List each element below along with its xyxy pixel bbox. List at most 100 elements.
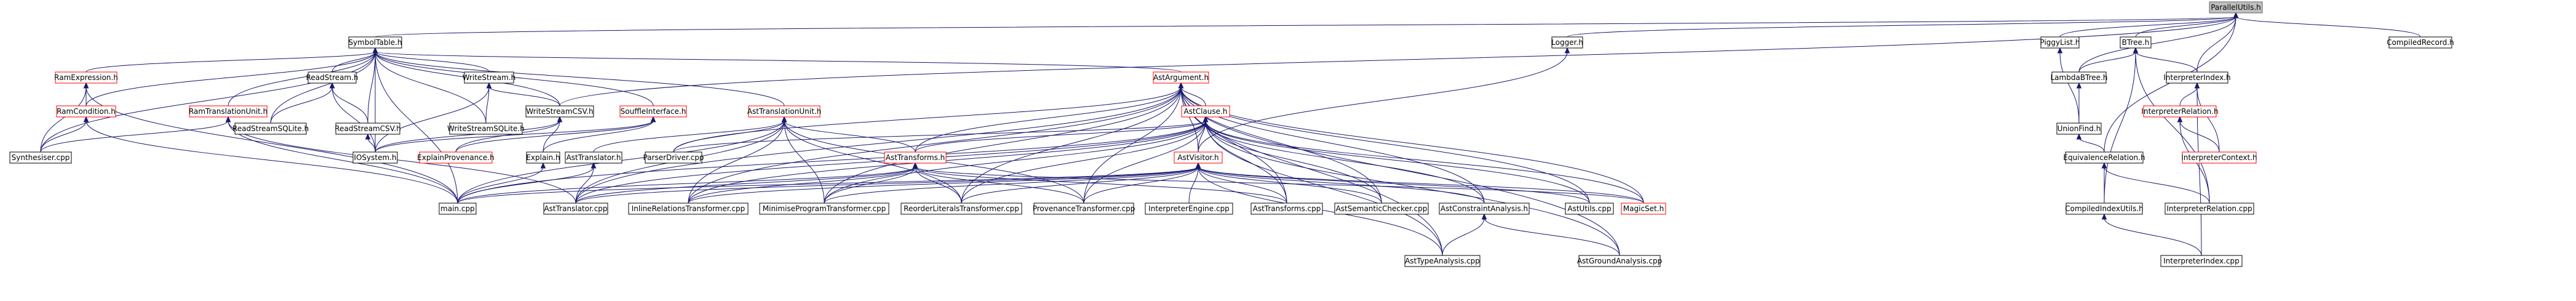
node-ramcondition[interactable]: RamCondition.h [56,105,116,118]
node-synthesiser[interactable]: Synthesiser.cpp [9,151,72,164]
node-interpreterengine[interactable]: InterpreterEngine.cpp [1145,203,1233,215]
node-box-unionfind[interactable] [2056,122,2102,135]
node-compiledrecord[interactable]: CompiledRecord.h [2387,36,2454,49]
node-astclause[interactable]: AstClause.h [1181,105,1230,118]
node-btree[interactable]: BTree.h [2120,36,2152,49]
node-box-logger[interactable] [1551,36,1583,49]
node-box-asttranslator_cpp[interactable] [543,203,608,215]
node-box-inlinerelations[interactable] [628,203,749,215]
node-box-piggylist[interactable] [2040,36,2080,49]
node-box-ramcondition[interactable] [56,105,116,118]
node-astgroundanalysis[interactable]: AstGroundAnalysis.cpp [1577,255,1662,267]
node-ramtranslationunit[interactable]: RamTranslationUnit.h [189,105,268,118]
node-box-astclause[interactable] [1181,105,1230,118]
node-box-interpretercontext[interactable] [2182,151,2257,164]
node-magicset[interactable]: MagicSet.h [1621,203,1666,215]
node-explainprovenance[interactable]: ExplainProvenance.h [417,151,495,164]
node-box-btree[interactable] [2120,36,2152,49]
node-box-ramtranslationunit[interactable] [189,105,268,118]
node-interpreterindex_cpp[interactable]: InterpreterIndex.cpp [2160,255,2243,267]
node-astvisitor[interactable]: AstVisitor.h [1174,151,1223,164]
node-box-astconstraintanalysis[interactable] [1439,203,1530,215]
node-box-magicset[interactable] [1621,203,1666,215]
node-minimiseprogram[interactable]: MinimiseProgramTransformer.cpp [759,203,889,215]
node-lambdabtree[interactable]: LambdaBTree.h [2051,71,2108,84]
node-box-readstreamcsv[interactable] [335,122,400,135]
node-interpreterrelation_cpp[interactable]: InterpreterRelation.cpp [2165,203,2254,215]
node-box-lambdabtree[interactable] [2051,71,2107,84]
node-astsemanticchecker[interactable]: AstSemanticChecker.cpp [1334,203,1429,215]
node-interpreterindex[interactable]: InterpreterIndex.h [2163,71,2231,84]
node-writestreamcsv[interactable]: WriteStreamCSV.h [525,105,594,118]
node-provenancetransformer[interactable]: ProvenanceTransformer.cpp [1033,203,1135,215]
node-box-asttransforms_cpp[interactable] [1250,203,1323,215]
node-ramexpression[interactable]: RamExpression.h [54,71,118,84]
node-box-writestream[interactable] [464,71,514,84]
node-box-iosystem[interactable] [352,151,398,164]
node-box-parallelutils[interactable] [2209,1,2263,14]
node-readstream[interactable]: ReadStream.h [306,71,359,84]
node-writestream[interactable]: WriteStream.h [463,71,516,84]
node-box-reorderliterals[interactable] [900,203,1022,215]
node-reorderliterals[interactable]: ReorderLiteralsTransformer.cpp [900,203,1022,215]
node-box-parserdriver[interactable] [645,151,702,164]
node-parallelutils[interactable]: ParallelUtils.h [2209,1,2263,14]
node-box-souffleinterface[interactable] [619,105,687,118]
node-box-interpreterrelation_h[interactable] [2143,105,2217,118]
node-interpretercontext[interactable]: InterpreterContext.h [2181,151,2257,164]
node-box-astvisitor[interactable] [1174,151,1223,164]
node-compiledindexutils[interactable]: CompiledIndexUtils.h [2065,203,2144,215]
node-box-writestreamsqlite[interactable] [449,122,523,135]
node-box-asttranslationunit[interactable] [748,105,821,118]
node-box-interpreterengine[interactable] [1145,203,1233,215]
node-astargument[interactable]: AstArgument.h [1153,71,1209,84]
node-box-astargument[interactable] [1153,71,1209,84]
node-box-astsemanticchecker[interactable] [1334,203,1429,215]
node-box-equivalencerelation[interactable] [2065,151,2144,164]
node-box-asttranslator_h[interactable] [565,151,622,164]
node-maincpp[interactable]: main.cpp [439,203,477,215]
node-asttranslator_h[interactable]: AstTranslator.h [565,151,622,164]
node-readstreamcsv[interactable]: ReadStreamCSV.h [335,122,401,135]
node-box-synthesiser[interactable] [9,151,72,164]
node-unionfind[interactable]: UnionFind.h [2056,122,2102,135]
node-box-readstreamsqlite[interactable] [234,122,307,135]
node-interpreterrelation_h[interactable]: InterpreterRelation.h [2141,105,2219,118]
node-box-compiledrecord[interactable] [2388,36,2452,49]
node-box-explain[interactable] [526,151,560,164]
node-writestreamsqlite[interactable]: WriteStreamSQLite.h [447,122,525,135]
node-parserdriver[interactable]: ParserDriver.cpp [643,151,704,164]
node-box-asttransforms_h[interactable] [884,151,947,164]
node-box-writestreamcsv[interactable] [525,105,594,118]
node-logger[interactable]: Logger.h [1551,36,1583,49]
node-box-interpreterindex[interactable] [2166,71,2228,84]
node-asttranslator_cpp[interactable]: AstTranslator.cpp [543,203,608,215]
node-souffleinterface[interactable]: SouffleInterface.h [619,105,687,118]
node-box-readstream[interactable] [308,71,357,84]
node-box-provenancetransformer[interactable] [1033,203,1134,215]
node-box-astutils[interactable] [1565,203,1614,215]
node-asttranslationunit[interactable]: AstTranslationUnit.h [747,105,821,118]
node-asttransforms_h[interactable]: AstTransforms.h [884,151,947,164]
node-asttransforms_cpp[interactable]: AstTransforms.cpp [1250,203,1323,215]
node-box-interpreterrelation_cpp[interactable] [2165,203,2254,215]
node-iosystem[interactable]: IOSystem.h [352,151,398,164]
node-box-ramexpression[interactable] [55,71,117,84]
node-piggylist[interactable]: PiggyList.h [2040,36,2080,49]
node-box-minimiseprogram[interactable] [759,203,889,215]
node-box-maincpp[interactable] [439,203,477,215]
node-astutils[interactable]: AstUtils.cpp [1565,203,1614,215]
node-readstreamsqlite[interactable]: ReadStreamSQLite.h [233,122,309,135]
node-inlinerelations[interactable]: InlineRelationsTransformer.cpp [628,203,749,215]
node-box-astgroundanalysis[interactable] [1578,255,1661,267]
node-box-asttypeanalysis[interactable] [1404,255,1481,267]
node-asttypeanalysis[interactable]: AstTypeAnalysis.cpp [1404,255,1481,267]
node-equivalencerelation[interactable]: EquivalenceRelation.h [2063,151,2145,164]
node-box-compiledindexutils[interactable] [2065,203,2143,215]
node-box-explainprovenance[interactable] [419,151,493,164]
node-box-interpreterindex_cpp[interactable] [2160,255,2243,267]
node-astconstraintanalysis[interactable]: AstConstraintAnalysis.h [1439,203,1530,215]
node-box-symboltable[interactable] [348,36,402,49]
node-symboltable[interactable]: SymbolTable.h [348,36,402,49]
node-explain[interactable]: Explain.h [526,151,560,164]
